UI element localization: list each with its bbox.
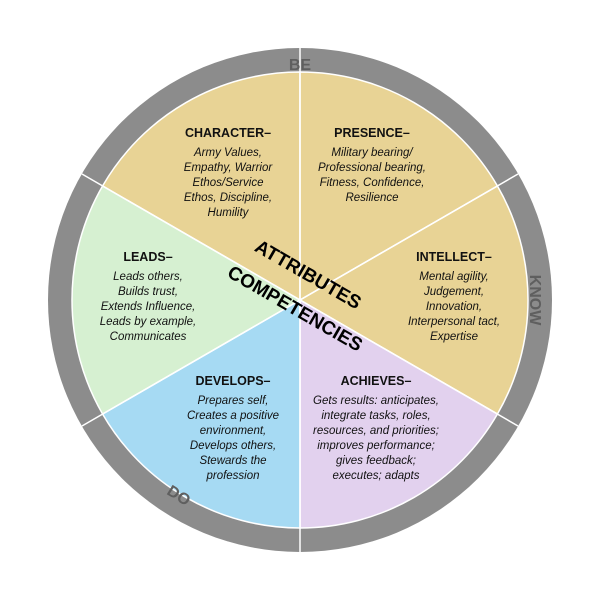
intellect-line: Innovation,	[426, 301, 482, 313]
divider-upper-left	[81, 173, 301, 301]
ring-dividers	[81, 48, 519, 552]
intellect-line: Expertise	[430, 331, 478, 343]
develops-line: Stewards the	[199, 455, 266, 467]
character-text: CHARACTER– Army Values, Empathy, Warrior…	[184, 126, 274, 219]
develops-text: DEVELOPS– Prepares self, Creates a posit…	[187, 374, 279, 482]
leads-line: Leads others,	[113, 271, 183, 283]
achieves-line: resources, and priorities;	[313, 425, 439, 437]
achieves-line: improves performance;	[317, 440, 435, 452]
character-line: Empathy, Warrior	[184, 162, 274, 174]
character-line: Army Values,	[193, 147, 262, 159]
character-wedge	[101, 71, 301, 302]
character-line: Humility	[208, 207, 250, 219]
intellect-line: Mental agility,	[419, 271, 488, 283]
leads-line: Leads by example,	[100, 316, 197, 328]
presence-line: Professional bearing,	[318, 162, 426, 174]
intellect-line: Interpersonal tact,	[408, 316, 500, 328]
achieves-text: ACHIEVES– Gets results: anticipates, int…	[313, 374, 439, 482]
know-label: KNOW	[526, 275, 543, 327]
achieves-line: integrate tasks, roles,	[321, 410, 430, 422]
develops-line: Prepares self,	[198, 395, 269, 407]
achieves-line: Gets results: anticipates,	[313, 395, 439, 407]
character-line: Ethos, Discipline,	[184, 192, 272, 204]
leads-line: Extends Influence,	[101, 301, 196, 313]
presence-text: PRESENCE– Military bearing/ Professional…	[318, 126, 426, 204]
intellect-wedge	[298, 184, 529, 416]
leads-heading: LEADS–	[123, 250, 172, 264]
leads-line: Builds trust,	[118, 286, 178, 298]
presence-line: Resilience	[345, 192, 398, 204]
leads-wedge	[71, 184, 302, 416]
presence-line: Military bearing/	[331, 147, 414, 159]
leads-text: LEADS– Leads others, Builds trust, Exten…	[100, 250, 197, 343]
divider-upper-right	[299, 173, 519, 301]
achieves-line: executes; adapts	[333, 470, 420, 482]
intellect-line: Judgement,	[423, 286, 484, 298]
develops-line: Creates a positive	[187, 410, 279, 422]
intellect-heading: INTELLECT–	[416, 250, 492, 264]
character-line: Ethos/Service	[193, 177, 264, 189]
develops-wedge	[101, 298, 301, 529]
leads-line: Communicates	[110, 331, 187, 343]
achieves-heading: ACHIEVES–	[341, 374, 412, 388]
divider-lower-left	[81, 299, 301, 427]
intellect-text: INTELLECT– Mental agility, Judgement, In…	[408, 250, 500, 343]
divider-lower-right	[299, 299, 519, 427]
achieves-line: gives feedback;	[336, 455, 416, 467]
presence-heading: PRESENCE–	[334, 126, 410, 140]
presence-line: Fitness, Confidence,	[320, 177, 425, 189]
be-label: BE	[289, 57, 312, 74]
develops-line: environment,	[200, 425, 266, 437]
develops-heading: DEVELOPS–	[195, 374, 270, 388]
achieves-wedge	[299, 298, 499, 529]
presence-wedge	[299, 71, 499, 302]
develops-line: Develops others,	[190, 440, 276, 452]
character-heading: CHARACTER–	[185, 126, 271, 140]
develops-line: profession	[205, 470, 259, 482]
